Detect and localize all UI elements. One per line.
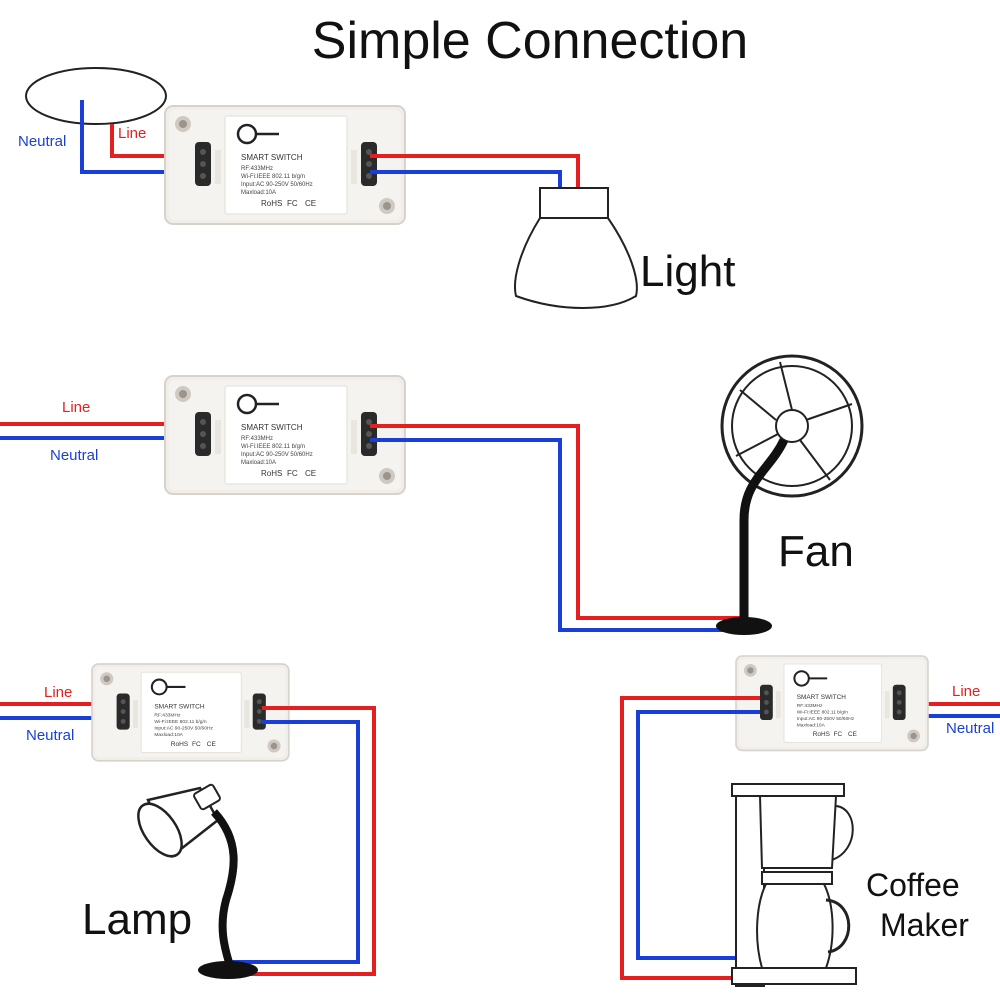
line-label: Line bbox=[62, 399, 90, 416]
fc-mark: FC bbox=[287, 469, 298, 478]
line-label: Line bbox=[952, 683, 980, 700]
fc-mark: FC bbox=[192, 741, 201, 748]
switch-spec-1: RF:433MHz bbox=[241, 166, 273, 172]
lamp-circuit: SMART SWITCH RF:433MHz Wi-Fi:IEEE 802.11… bbox=[0, 662, 376, 979]
smart-switch-module: SMART SWITCH RF:433MHz Wi-Fi:IEEE 802.11… bbox=[163, 104, 407, 226]
neutral-label: Neutral bbox=[50, 447, 98, 464]
fan-label: Fan bbox=[778, 527, 854, 576]
coffee-label-line2: Maker bbox=[880, 907, 969, 943]
line-label: Line bbox=[44, 684, 72, 701]
switch-brand-text: SMART SWITCH bbox=[154, 703, 205, 710]
switch-spec-4: Maxload:10A bbox=[241, 460, 276, 466]
switch-spec-3: Input:AC 90-250V 50/60Hz bbox=[241, 182, 313, 188]
line-wire-out bbox=[370, 154, 580, 196]
smart-switch-module: SMART SWITCH RF:433MHz Wi-Fi:IEEE 802.11… bbox=[90, 662, 290, 762]
lamp-label: Lamp bbox=[82, 895, 192, 944]
line-wire-out bbox=[620, 696, 760, 980]
smart-switch-module: SMART SWITCH RF:433MHz Wi-Fi:IEEE 802.11… bbox=[163, 374, 407, 496]
switch-spec-4: Maxload:10A bbox=[797, 722, 826, 728]
switch-spec-4: Maxload:10A bbox=[241, 190, 276, 196]
switch-spec-2: Wi-Fi:IEEE 802.11 b/g/n bbox=[241, 444, 305, 450]
light-bulb-icon bbox=[514, 187, 638, 309]
line-wire-out bbox=[230, 706, 376, 976]
ce-mark: CE bbox=[207, 741, 217, 748]
switch-spec-3: Input:AC 90-250V 50/60Hz bbox=[154, 726, 213, 732]
ce-mark: CE bbox=[848, 731, 857, 738]
ceiling-junction bbox=[25, 67, 167, 125]
neutral-label: Neutral bbox=[946, 720, 994, 737]
coffee-maker-icon bbox=[731, 783, 857, 987]
fan-icon bbox=[716, 354, 864, 635]
neutral-wire-out bbox=[370, 438, 740, 632]
coffee-label-line1: Coffee bbox=[866, 867, 960, 903]
switch-brand-text: SMART SWITCH bbox=[241, 423, 303, 432]
diagram-title: Simple Connection bbox=[312, 12, 748, 70]
rohs-mark: RoHS bbox=[261, 199, 282, 208]
switch-spec-3: Input:AC 90-250V 50/60Hz bbox=[797, 716, 855, 722]
desk-lamp-icon bbox=[137, 783, 258, 979]
switch-spec-2: Wi-Fi:IEEE 802.11 b/g/n bbox=[241, 174, 305, 180]
rohs-mark: RoHS bbox=[171, 741, 189, 748]
ce-mark: CE bbox=[305, 469, 316, 478]
rohs-mark: RoHS bbox=[261, 469, 282, 478]
light-circuit: SMART SWITCH RF:433MHz Wi-Fi:IEEE 802.11… bbox=[18, 67, 735, 309]
fan-circuit: SMART SWITCH RF:433MHz Wi-Fi:IEEE 802.11… bbox=[0, 354, 864, 635]
fc-mark: FC bbox=[287, 199, 298, 208]
switch-spec-1: RF:433MHz bbox=[154, 712, 181, 718]
switch-spec-2: Wi-Fi:IEEE 802.11 b/g/n bbox=[797, 710, 848, 716]
line-wire-out bbox=[370, 424, 740, 620]
light-label: Light bbox=[640, 247, 735, 296]
coffee-maker-circuit: SMART SWITCH RF:433MHz Wi-Fi:IEEE 802.11… bbox=[620, 654, 1000, 987]
smart-switch-module: SMART SWITCH RF:433MHz Wi-Fi:IEEE 802.11… bbox=[734, 654, 930, 752]
neutral-wire-out bbox=[636, 710, 760, 960]
neutral-wire-out bbox=[230, 720, 360, 964]
switch-spec-4: Maxload:10A bbox=[154, 732, 183, 738]
neutral-wire-in bbox=[80, 100, 200, 174]
line-label: Line bbox=[118, 125, 146, 142]
switch-spec-3: Input:AC 90-250V 50/60Hz bbox=[241, 452, 313, 458]
fc-mark: FC bbox=[834, 731, 843, 738]
switch-spec-1: RF:433MHz bbox=[797, 703, 823, 709]
neutral-label: Neutral bbox=[26, 727, 74, 744]
switch-brand-text: SMART SWITCH bbox=[797, 694, 847, 701]
rohs-mark: RoHS bbox=[813, 731, 830, 738]
switch-brand-text: SMART SWITCH bbox=[241, 153, 303, 162]
ce-mark: CE bbox=[305, 199, 316, 208]
switch-spec-1: RF:433MHz bbox=[241, 436, 273, 442]
neutral-label: Neutral bbox=[18, 133, 66, 150]
switch-spec-2: Wi-Fi:IEEE 802.11 b/g/n bbox=[154, 719, 207, 725]
